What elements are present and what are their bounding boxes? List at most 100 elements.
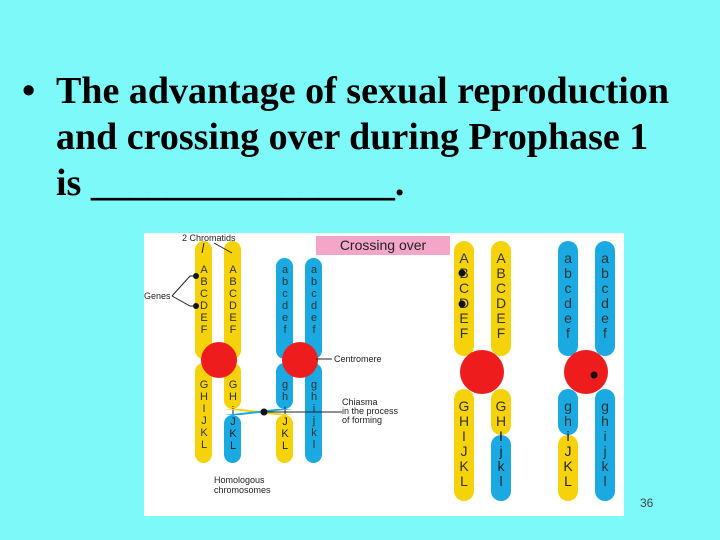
gene-letter: c	[311, 288, 317, 300]
gene-letter: A	[496, 250, 506, 266]
gene-letter: a	[311, 264, 318, 276]
gene-letter: h	[564, 413, 572, 429]
recombinant-segment	[491, 435, 511, 501]
gene-letter: b	[601, 265, 609, 281]
gene-letter: c	[282, 288, 288, 300]
gene-letter: G	[200, 379, 209, 391]
gene-letter: c	[565, 280, 572, 296]
gene-marker	[458, 269, 466, 277]
slide-number: 36	[640, 496, 654, 510]
gene-letter: b	[282, 276, 288, 288]
gene-letter: i	[232, 405, 234, 417]
gene-letter: i	[313, 403, 315, 415]
gene-letter: c	[602, 280, 609, 296]
gene-letter: K	[229, 428, 237, 440]
gene-letter: a	[601, 250, 609, 266]
centromere	[282, 342, 318, 378]
gene-letter: J	[201, 415, 207, 427]
gene-letter: L	[230, 440, 236, 452]
gene-letter: j	[498, 443, 502, 459]
gene-letter: B	[229, 276, 236, 288]
gene-letter: e	[311, 312, 317, 324]
gene-letter: L	[201, 439, 207, 451]
gene-letter: b	[311, 276, 317, 288]
gene-letter: i	[566, 428, 569, 444]
label-chiasma: Chiasma	[342, 397, 378, 407]
gene-letter: E	[200, 312, 207, 324]
chromatid-lower-arm	[491, 389, 511, 435]
chromatid-lower-arm	[195, 363, 212, 463]
label-genes: Genes	[144, 291, 171, 301]
gene-letter: C	[496, 280, 506, 296]
gene-letter: I	[283, 405, 286, 417]
gene-letter: f	[283, 324, 287, 336]
gene-letter: C	[459, 280, 469, 296]
gene-letter: a	[564, 250, 572, 266]
gene-letter: B	[496, 265, 505, 281]
gene-letter: f	[603, 325, 607, 341]
gene-letter: D	[229, 300, 237, 312]
leader-line	[171, 275, 196, 297]
gene-letter: d	[282, 300, 288, 312]
leader-line	[201, 242, 205, 254]
gene-letter: l	[313, 439, 315, 451]
gene-letter: F	[497, 325, 506, 341]
gene-letter: h	[311, 391, 317, 403]
gene-letter: K	[563, 458, 573, 474]
chromatid-lower-arm	[454, 389, 474, 501]
chromatid-upper-arm	[224, 241, 241, 359]
gene-letter: h	[601, 413, 609, 429]
gene-letter: k	[602, 458, 610, 474]
gene-letter: k	[311, 427, 317, 439]
gene-letter: g	[282, 379, 288, 391]
gene-letter: l	[603, 473, 606, 489]
gene-letter: l	[499, 473, 502, 489]
bullet-line-3: is ________________.	[56, 162, 405, 204]
gene-letter: E	[459, 310, 468, 326]
gene-letter: A	[459, 250, 469, 266]
gene-letter: G	[496, 398, 507, 414]
gene-letter: g	[564, 398, 572, 414]
gene-letter: I	[499, 428, 503, 444]
gene-letter: g	[311, 379, 317, 391]
centromere	[460, 350, 504, 394]
label-centromere: Centromere	[334, 354, 382, 364]
gene-letter: d	[601, 295, 609, 311]
gene-letter: H	[496, 413, 506, 429]
gene-letter: L	[282, 440, 288, 452]
gene-letter: G	[459, 398, 470, 414]
bullet-line-1: The advantage of sexual reproduction	[56, 70, 669, 112]
chromatid-upper-arm	[195, 241, 212, 359]
crossed-segment	[224, 415, 241, 463]
centromere	[564, 350, 608, 394]
gene-letter: d	[311, 300, 317, 312]
gene-letter: K	[281, 428, 289, 440]
crossing-over-label: Crossing over	[340, 237, 427, 253]
gene-letter: L	[460, 473, 468, 489]
gene-letter: H	[200, 391, 208, 403]
label-homologous: chromosomes	[214, 485, 271, 495]
gene-letter: C	[200, 288, 208, 300]
gene-letter: F	[230, 324, 237, 336]
chromatid-upper-arm	[276, 258, 293, 359]
leader-line	[213, 242, 233, 254]
chromatid-upper-arm	[558, 241, 578, 356]
gene-marker	[458, 300, 466, 308]
label-chiasma: in the process	[342, 406, 399, 416]
gene-letter: J	[282, 416, 288, 428]
gene-letter: g	[601, 398, 609, 414]
gene-letter: A	[200, 264, 208, 276]
gene-letter: k	[498, 458, 506, 474]
chiasma-cross	[224, 409, 293, 415]
gene-letter: e	[564, 310, 572, 326]
gene-letter: J	[565, 443, 572, 459]
leader-line	[171, 295, 196, 307]
gene-letter: E	[229, 312, 236, 324]
gene-letter: C	[229, 288, 237, 300]
gene-letter: B	[200, 276, 207, 288]
gene-letter: J	[230, 416, 236, 428]
gene-letter: L	[564, 473, 572, 489]
bullet-block: • The advantage of sexual reproduction a…	[22, 68, 712, 206]
gene-letter: E	[496, 310, 505, 326]
gene-letter: I	[462, 428, 466, 444]
